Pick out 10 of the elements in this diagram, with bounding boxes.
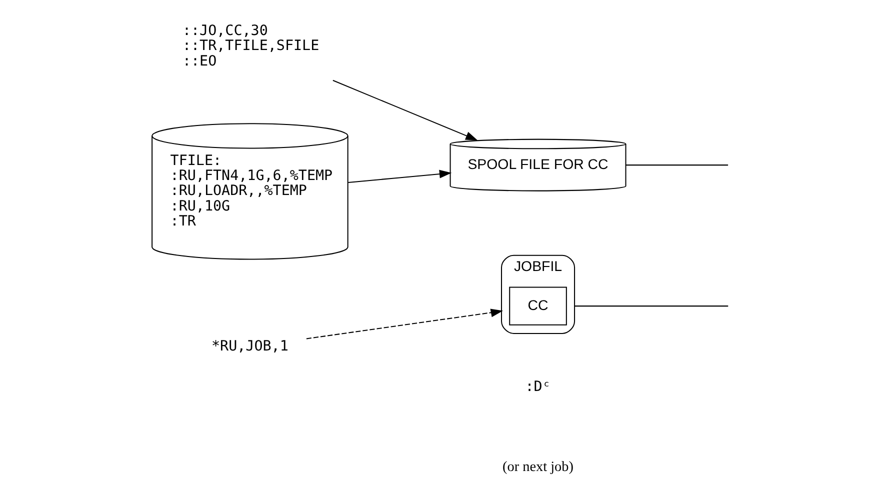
arrow — [348, 170, 452, 183]
node-text: *RU,JOB,1 — [212, 338, 288, 354]
node-box: CC — [509, 286, 567, 326]
node-text: ::JO,CC,30 ::TR,TFILE,SFILE ::EO — [182, 22, 320, 70]
connector — [574, 306, 728, 307]
label: (or next job) — [502, 459, 574, 476]
label: :Dᶜ — [525, 378, 551, 395]
arrow — [332, 80, 478, 140]
arrow — [306, 308, 504, 340]
connector — [626, 164, 728, 166]
